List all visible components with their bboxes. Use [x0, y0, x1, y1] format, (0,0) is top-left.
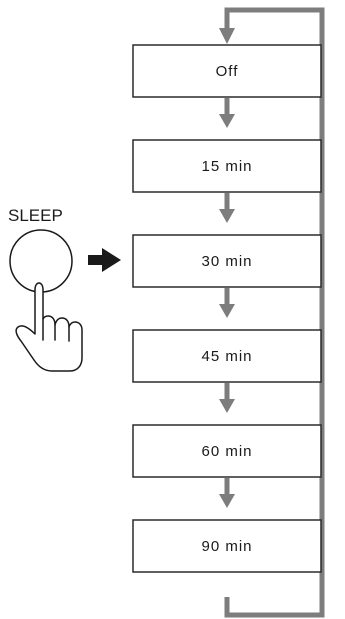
sleep-label: SLEEP: [8, 206, 63, 225]
down-arrow-icon: [219, 193, 235, 223]
option-90-min-box: 90 min: [132, 519, 322, 573]
down-arrow-icon: [219, 383, 235, 413]
option-label: 90 min: [201, 538, 252, 555]
hand-pointer-icon: [15, 282, 83, 372]
option-60-min-box: 60 min: [132, 424, 322, 478]
down-arrow-icon: [219, 288, 235, 318]
down-arrow-icon: [219, 98, 235, 128]
option-label: 30 min: [201, 253, 252, 270]
loop-back-arrowhead-icon: [219, 28, 235, 44]
down-arrow-icon: [219, 478, 235, 508]
option-30-min-box: 30 min: [132, 234, 322, 288]
option-off-box: Off: [132, 44, 322, 98]
loop-back-arrow-icon: [224, 7, 325, 618]
option-label: 60 min: [201, 443, 252, 460]
right-arrow-icon: [88, 248, 121, 272]
option-label: 45 min: [201, 348, 252, 365]
option-45-min-box: 45 min: [132, 329, 322, 383]
option-15-min-box: 15 min: [132, 139, 322, 193]
option-label: 15 min: [201, 158, 252, 175]
option-label: Off: [216, 63, 239, 80]
